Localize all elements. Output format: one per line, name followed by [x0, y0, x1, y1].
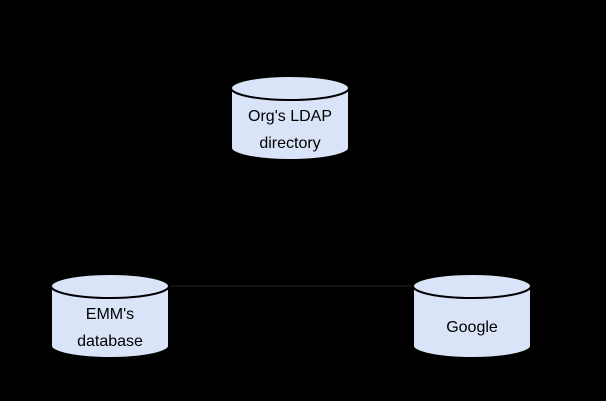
cylinder-rim	[230, 87, 350, 101]
database-cylinder-icon	[412, 273, 532, 359]
database-node-ldap-directory: Org's LDAP directory	[230, 75, 350, 161]
cylinder-body	[50, 273, 170, 359]
cylinder-body	[412, 273, 532, 359]
database-cylinder-icon	[50, 273, 170, 359]
database-node-emm-database: EMM's database	[50, 273, 170, 359]
cylinder-rim	[50, 285, 170, 299]
cylinder-body	[230, 75, 350, 161]
database-cylinder-icon	[230, 75, 350, 161]
cylinder-rim	[412, 285, 532, 299]
database-node-google: Google	[412, 273, 532, 359]
connector-emm-to-google	[170, 285, 412, 287]
